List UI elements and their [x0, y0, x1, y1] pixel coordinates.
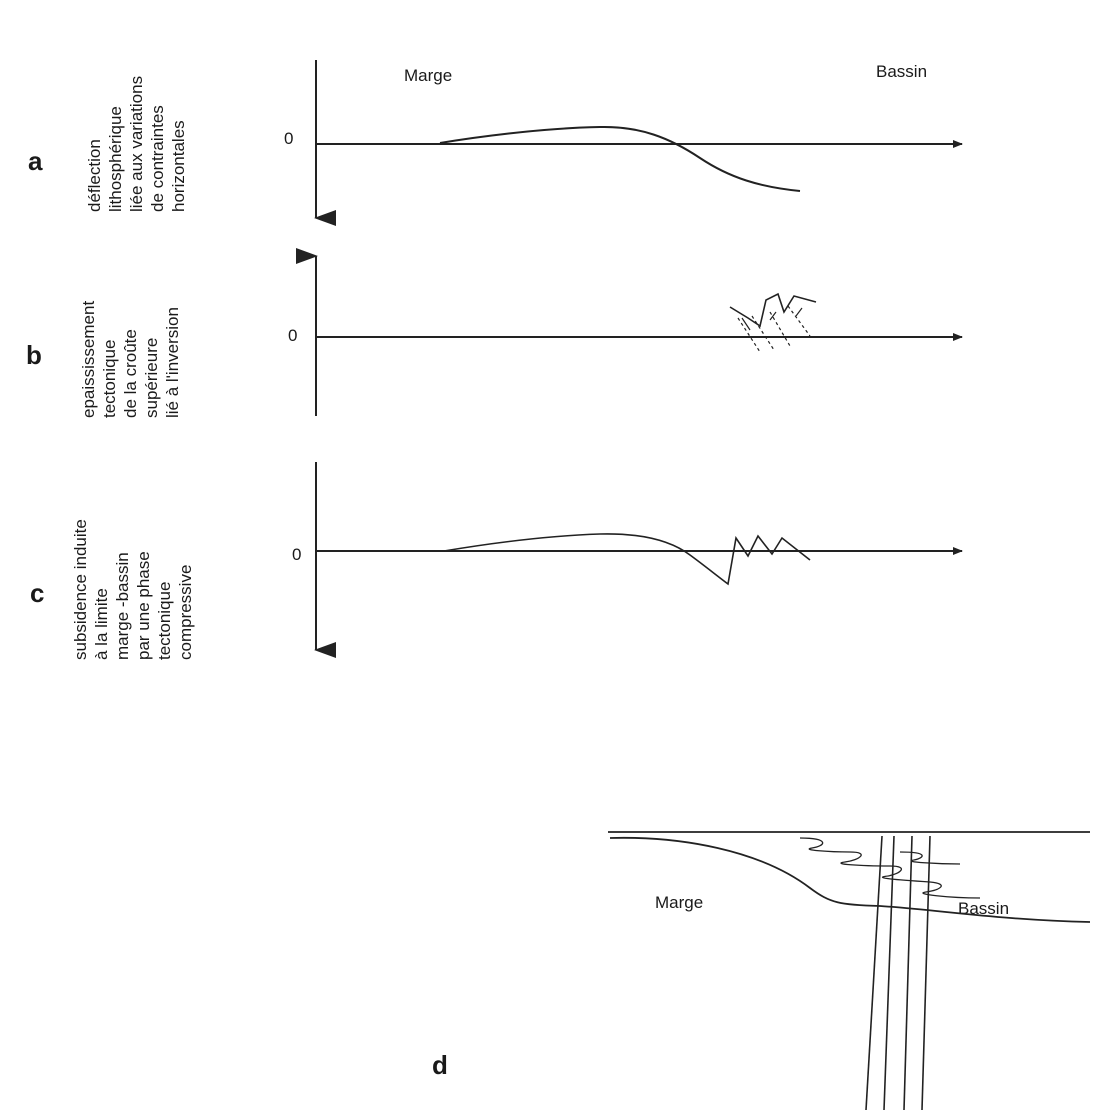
panel-b-thickening-curve — [729, 292, 817, 328]
panel-c-letter: c — [30, 578, 45, 608]
panel-a-graph — [314, 60, 963, 226]
panel-d-section — [608, 831, 1091, 1111]
panel-d-layer-interfingering-2 — [899, 851, 961, 865]
panel-d-basement-curve — [609, 836, 1091, 923]
header-marge-bottom: Marge — [655, 893, 704, 912]
panel-a-letter: a — [28, 146, 43, 176]
panel-c-subsidence-curve — [443, 533, 811, 586]
panel-d-layer-interfingering — [799, 837, 981, 899]
panel-b-letter: b — [26, 340, 42, 370]
header-bassin-bottom: Bassin — [958, 899, 1010, 918]
panel-c-zero: 0 — [292, 545, 302, 564]
panel-c-graph — [314, 462, 963, 658]
panel-b-zero: 0 — [288, 326, 298, 345]
panel-a-deflection-curve — [439, 125, 801, 192]
panel-b-thrust-faults — [737, 305, 811, 353]
panel-b-fault-arrows — [741, 307, 803, 331]
panel-d-faults — [865, 835, 931, 1111]
panel-b-graph — [296, 248, 963, 416]
panel-a-zero: 0 — [284, 129, 294, 148]
header-marge-top: Marge — [404, 66, 453, 85]
header-bassin-top: Bassin — [876, 62, 928, 81]
panel-d-letter: d — [432, 1050, 448, 1080]
